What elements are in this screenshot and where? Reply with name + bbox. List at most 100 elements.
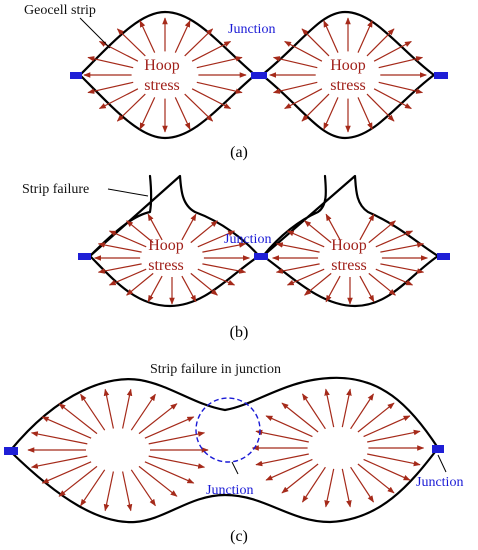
hoop-arrow xyxy=(341,468,352,508)
panel-a: Geocell strip Junction Hoop stress Hoop … xyxy=(24,3,448,161)
hoop-arrow xyxy=(324,468,335,508)
hoop-arrow xyxy=(265,458,313,481)
hoop-arrow xyxy=(122,388,133,429)
hoop-arrow xyxy=(108,268,147,286)
hoop-arrow xyxy=(368,220,396,244)
hoop-arrow xyxy=(58,403,98,435)
hoop-a-left-line1: Hoop xyxy=(144,57,180,74)
hoop-arrow xyxy=(380,242,425,253)
hoop-arrow xyxy=(301,93,330,122)
hoop-arrow xyxy=(147,275,163,303)
label-strip-failure: Strip failure xyxy=(22,182,89,197)
hoop-b-left-line1: Hoop xyxy=(148,237,184,254)
hoop-arrow xyxy=(325,213,341,241)
hoop-arrow xyxy=(122,471,133,512)
hoop-arrow xyxy=(357,97,373,130)
hoop-arrow xyxy=(130,393,156,431)
hoop-arrow xyxy=(108,230,147,248)
hoop-arrow xyxy=(184,28,214,57)
panel-c: Strip failure in junction Junction Junct… xyxy=(4,362,463,545)
hoop-arrows-a-left xyxy=(83,17,247,133)
hoop-arrow xyxy=(275,263,320,274)
hoop-arrow xyxy=(373,40,412,62)
leader-junction-c-bottom xyxy=(231,461,239,475)
label-junction-a: Junction xyxy=(228,22,275,37)
hoop-arrow xyxy=(380,263,425,274)
hoop-arrow xyxy=(325,275,341,303)
hoop-arrow xyxy=(58,465,98,497)
hoop-arrow xyxy=(116,28,146,57)
hoop-arrow xyxy=(304,220,332,244)
hoop-arrow xyxy=(41,461,92,484)
junction-b-middle xyxy=(254,253,268,260)
leader-junction-c-right xyxy=(437,454,447,473)
panel-label-b: (b) xyxy=(230,324,249,341)
hoop-arrow xyxy=(275,242,320,253)
hoop-arrow xyxy=(147,213,163,241)
hoop-arrow xyxy=(272,56,318,69)
hoop-arrow xyxy=(301,393,326,430)
hoop-arrows-b-left xyxy=(93,213,251,305)
hoop-arrow xyxy=(148,431,206,445)
hoop-arrow xyxy=(301,28,330,57)
hoop-arrow xyxy=(357,20,373,53)
panel-label-a: (a) xyxy=(230,144,248,161)
hoop-arrow xyxy=(197,268,236,286)
hoop-arrow xyxy=(126,272,154,296)
hoop-arrow xyxy=(367,429,421,443)
hoop-arrow xyxy=(30,455,88,469)
hoop-arrow xyxy=(197,230,236,248)
hoop-arrow xyxy=(116,93,146,122)
hoop-arrow xyxy=(378,56,424,69)
junction-b-right-end xyxy=(437,253,450,260)
hoop-arrow xyxy=(378,81,424,94)
hoop-arrow xyxy=(138,465,178,497)
hoop-arrow xyxy=(368,272,396,296)
hoop-arrow xyxy=(139,97,156,130)
hoop-arrow xyxy=(174,20,191,53)
hoop-arrow xyxy=(286,230,325,248)
hoop-arrow xyxy=(357,402,395,433)
hoop-arrows-a-right xyxy=(269,17,427,133)
hoop-a-right-line2: stress xyxy=(330,77,366,94)
hoop-arrow xyxy=(323,20,339,53)
hoop-arrow xyxy=(144,416,195,439)
hoop-arrow xyxy=(174,97,191,130)
hoop-arrow xyxy=(190,272,218,296)
hoop-arrow xyxy=(359,213,375,241)
label-junction-c-bottom: Junction xyxy=(206,483,253,498)
hoop-b-right-line1: Hoop xyxy=(331,237,367,254)
hoop-arrow xyxy=(341,388,352,428)
hoop-arrow xyxy=(284,88,323,110)
hoop-arrow xyxy=(103,471,114,512)
hoop-arrow xyxy=(196,56,243,69)
leader-geocell-strip xyxy=(79,17,111,49)
hoop-arrow xyxy=(255,453,309,467)
hoop-arrow xyxy=(181,213,197,241)
hoop-arrow xyxy=(148,455,206,469)
panel-b: Strip failure Junction Hoop stress Hoop … xyxy=(22,174,450,341)
hoop-arrow xyxy=(363,458,411,481)
hoop-arrow xyxy=(324,388,335,428)
hoop-arrow xyxy=(103,388,114,429)
hoop-arrow xyxy=(98,88,139,110)
hoop-arrow xyxy=(286,268,325,286)
hoop-arrow xyxy=(97,242,142,253)
hoop-arrow xyxy=(304,272,332,296)
label-strip-failure-junction: Strip failure in junction xyxy=(150,362,281,377)
leader-strip-failure xyxy=(107,188,149,197)
hoop-arrow xyxy=(323,97,339,130)
hoop-arrow xyxy=(181,275,197,303)
hoop-arrow xyxy=(366,93,395,122)
hoop-arrow xyxy=(301,466,326,503)
hoop-arrow xyxy=(126,220,154,244)
junction-a-left-end xyxy=(70,72,82,79)
hoop-arrow xyxy=(144,461,195,484)
junction-a-middle xyxy=(251,72,267,79)
hoop-arrow xyxy=(366,28,395,57)
junction-c-left-end xyxy=(4,447,18,455)
hoop-arrows-c-left xyxy=(27,388,209,512)
hoop-arrow xyxy=(375,230,414,248)
hoop-arrow xyxy=(350,393,375,430)
hoop-b-left-line2: stress xyxy=(148,257,184,274)
